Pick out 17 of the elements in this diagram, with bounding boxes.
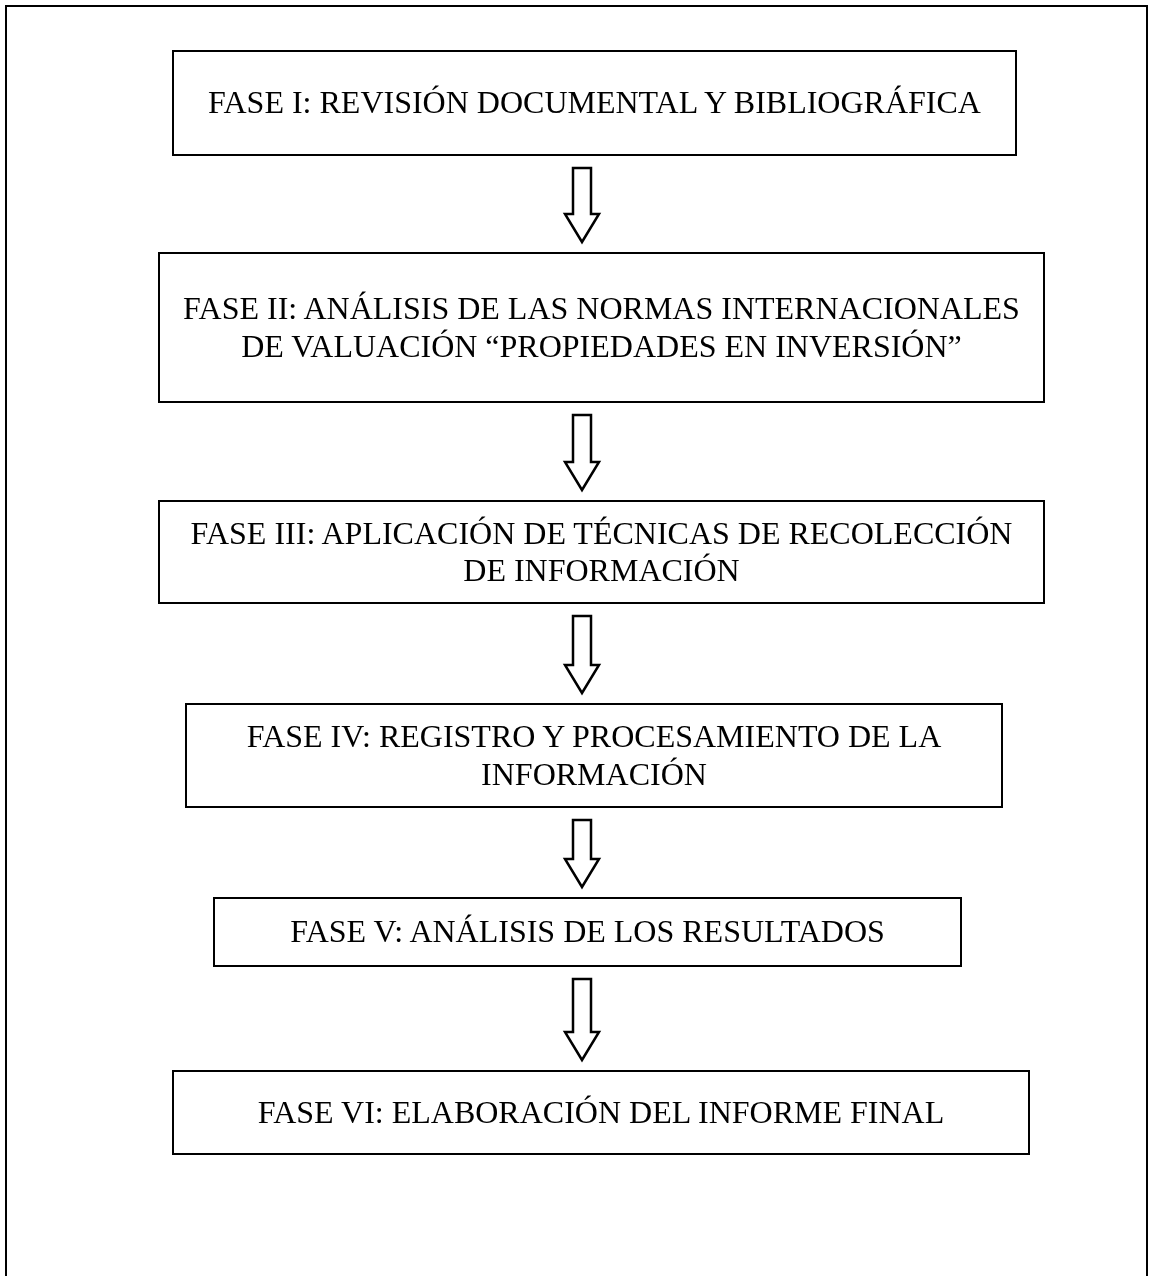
hollow-arrow	[562, 614, 602, 696]
phase-box	[172, 1070, 1030, 1155]
phase-label: FASE III: APLICACIÓN DE TÉCNICAS DE RECOLECCIÓN DE INFORMACIÓN	[189, 514, 1014, 590]
phase-box	[158, 500, 1045, 604]
phase-box	[213, 897, 962, 967]
hollow-arrow	[562, 166, 602, 245]
phase-label: FASE V: ANÁLISIS DE LOS RESULTADOS	[290, 913, 885, 951]
hollow-arrow	[562, 818, 602, 890]
phase-label: FASE I: REVISIÓN DOCUMENTAL Y BIBLIOGRÁFICA	[208, 84, 981, 122]
hollow-arrow	[562, 977, 602, 1063]
phase-box	[172, 50, 1017, 156]
hollow-arrow	[562, 413, 602, 493]
phase-box	[158, 252, 1045, 403]
phase-label: FASE IV: REGISTRO Y PROCESAMIENTO DE LA INFORMACIÓN	[245, 718, 943, 793]
phase-label: FASE VI: ELABORACIÓN DEL INFORME FINAL	[257, 1093, 945, 1132]
phase-label: FASE II: ANÁLISIS DE LAS NORMAS INTERNACIONALES DE VALUACIÓN “PROPIEDADES EN INVERSIÓN”	[182, 290, 1021, 365]
phase-box	[185, 703, 1003, 808]
